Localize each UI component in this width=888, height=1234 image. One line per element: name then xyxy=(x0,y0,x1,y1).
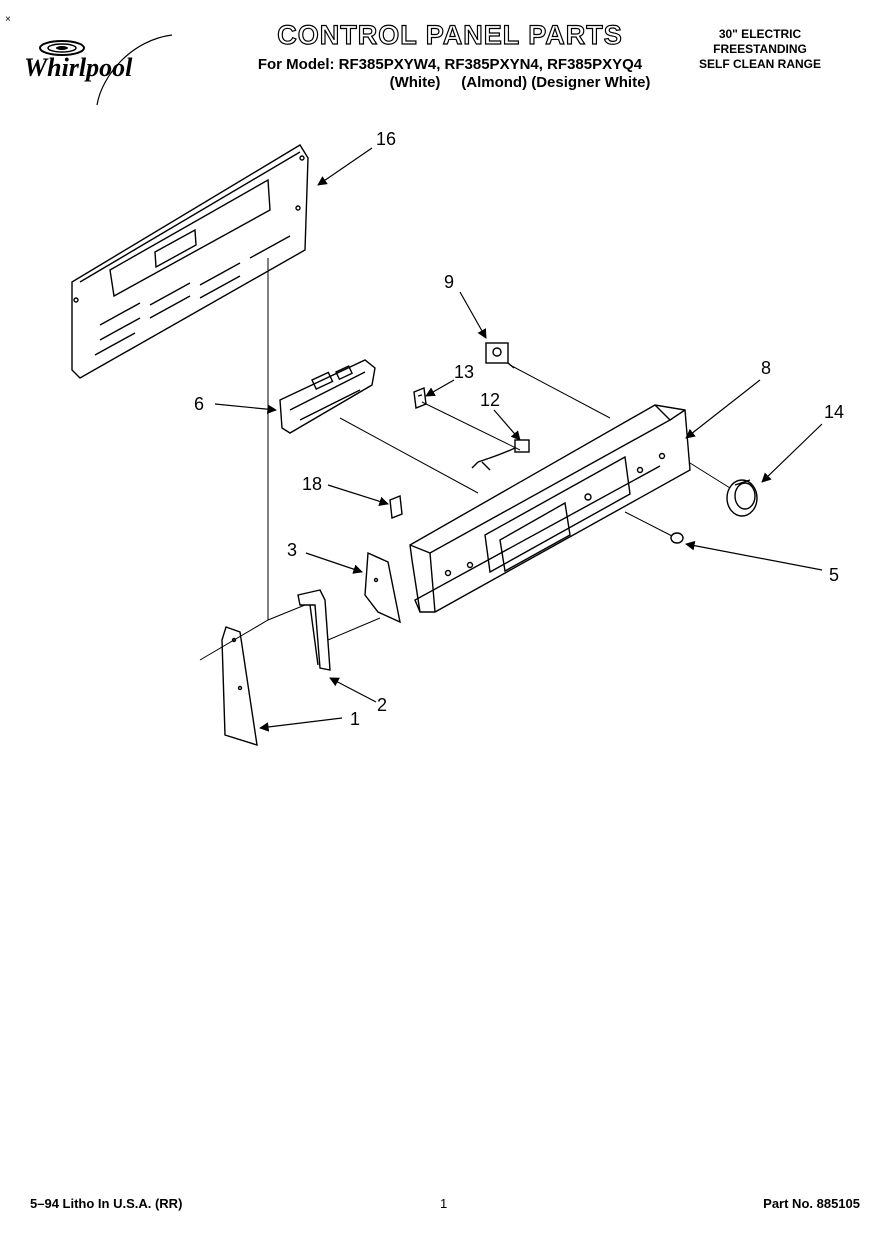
callout-13: 13 xyxy=(454,362,474,382)
range-line-2: FREESTANDING xyxy=(713,42,807,56)
part-6-control-board xyxy=(279,359,376,434)
part-13-clip xyxy=(413,387,427,409)
part-18-clip xyxy=(389,495,403,519)
range-line-1: 30" ELECTRIC xyxy=(718,27,802,41)
callout-1: 1 xyxy=(350,709,360,729)
callout-14: 14 xyxy=(824,402,844,422)
part-1-end-cap xyxy=(221,626,258,747)
page-title: CONTROL PANEL PARTS xyxy=(277,19,623,50)
part-2-bracket xyxy=(297,589,331,671)
page-number: 1 xyxy=(440,1196,448,1211)
footer-print-info: 5–94 Litho In U.S.A. (RR) xyxy=(30,1196,183,1211)
product-type: 30" ELECTRIC FREESTANDING SELF CLEAN RAN… xyxy=(660,27,860,72)
callout-18: 18 xyxy=(302,474,322,494)
corner-mark: × xyxy=(5,14,11,25)
callout-16: 16 xyxy=(376,129,396,149)
part-9-switch xyxy=(485,342,515,369)
callout-2: 2 xyxy=(377,695,387,715)
brand-wordmark: Whirlpool xyxy=(24,53,133,82)
callout-6: 6 xyxy=(194,394,204,414)
callout-9: 9 xyxy=(444,272,454,292)
part-12-wire-harness xyxy=(471,439,530,471)
model-list: For Model: RF385PXYW4, RF385PXYN4, RF385… xyxy=(257,56,643,73)
part-5-button xyxy=(670,532,684,544)
part-16-panel-shield xyxy=(71,144,309,379)
callout-12: 12 xyxy=(480,390,500,410)
color-variants: (White) (Almond) (Designer White) xyxy=(389,74,651,91)
part-number: Part No. 885105 xyxy=(763,1196,860,1211)
part-14-knob xyxy=(726,479,758,517)
part-8-control-panel xyxy=(409,404,691,613)
whirlpool-logo: Whirlpool xyxy=(24,34,173,106)
range-line-3: SELF CLEAN RANGE xyxy=(698,57,821,71)
callout-3: 3 xyxy=(287,540,297,560)
part-3-insulation xyxy=(364,551,401,624)
callout-8: 8 xyxy=(761,358,771,378)
callout-5: 5 xyxy=(829,565,839,585)
